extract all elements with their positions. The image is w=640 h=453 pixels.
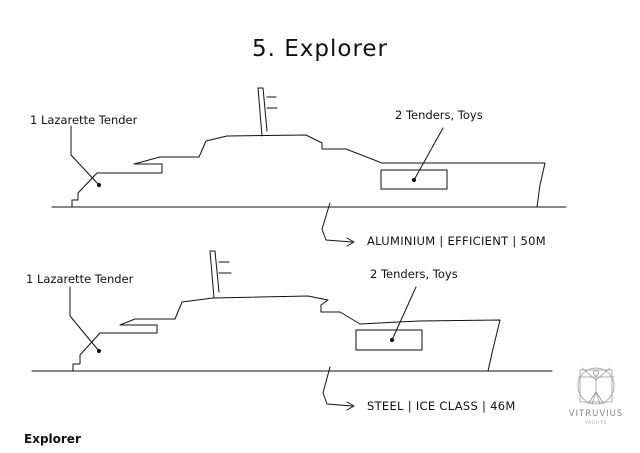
page-title: 5. Explorer [251,36,389,62]
yacht-1-spec-arrow [321,202,353,243]
logo-subtitle: YACHTS [584,421,608,426]
footer-label: Explorer [24,432,81,446]
yacht-2-tender-garage [355,329,423,351]
yacht-1-mast [257,87,268,137]
yacht-2-hull [72,295,501,372]
yacht-1-left-leader [70,125,100,186]
yacht-1-tender-garage [380,169,448,190]
yacht-1-right-leader-dot [411,177,417,183]
yacht-2-left-leader-dot [96,348,102,354]
yacht-2-left-leader [69,286,100,352]
yacht-2-drawing [31,250,553,411]
yacht-2-spec: STEEL | ICE CLASS | 46M [367,399,516,413]
yacht-1-left-leader-dot [96,182,102,188]
yacht-2-right-label: 2 Tenders, Toys [370,267,458,281]
yacht-1-drawing [51,87,567,247]
yacht-1-hull [71,134,546,208]
yacht-1-spec: ALUMINIUM | EFFICIENT | 50M [367,234,546,248]
yacht-1-right-label: 2 Tenders, Toys [395,108,483,122]
yacht-2-right-leader-dot [389,337,395,343]
yacht-2-mast [209,250,220,299]
vitruvian-man-icon [577,367,615,405]
yacht-2-spec-arrowhead [346,401,355,411]
yacht-1-left-label: 1 Lazarette Tender [30,113,138,127]
yacht-2-right-leader [391,286,417,341]
yacht-1-spec-arrowhead [346,237,355,247]
yacht-2-left-label: 1 Lazarette Tender [26,272,134,286]
yacht-1-right-leader [413,127,444,181]
yacht-2-spec-arrow [322,366,353,407]
logo-name: VITRUVIUS [568,409,624,419]
